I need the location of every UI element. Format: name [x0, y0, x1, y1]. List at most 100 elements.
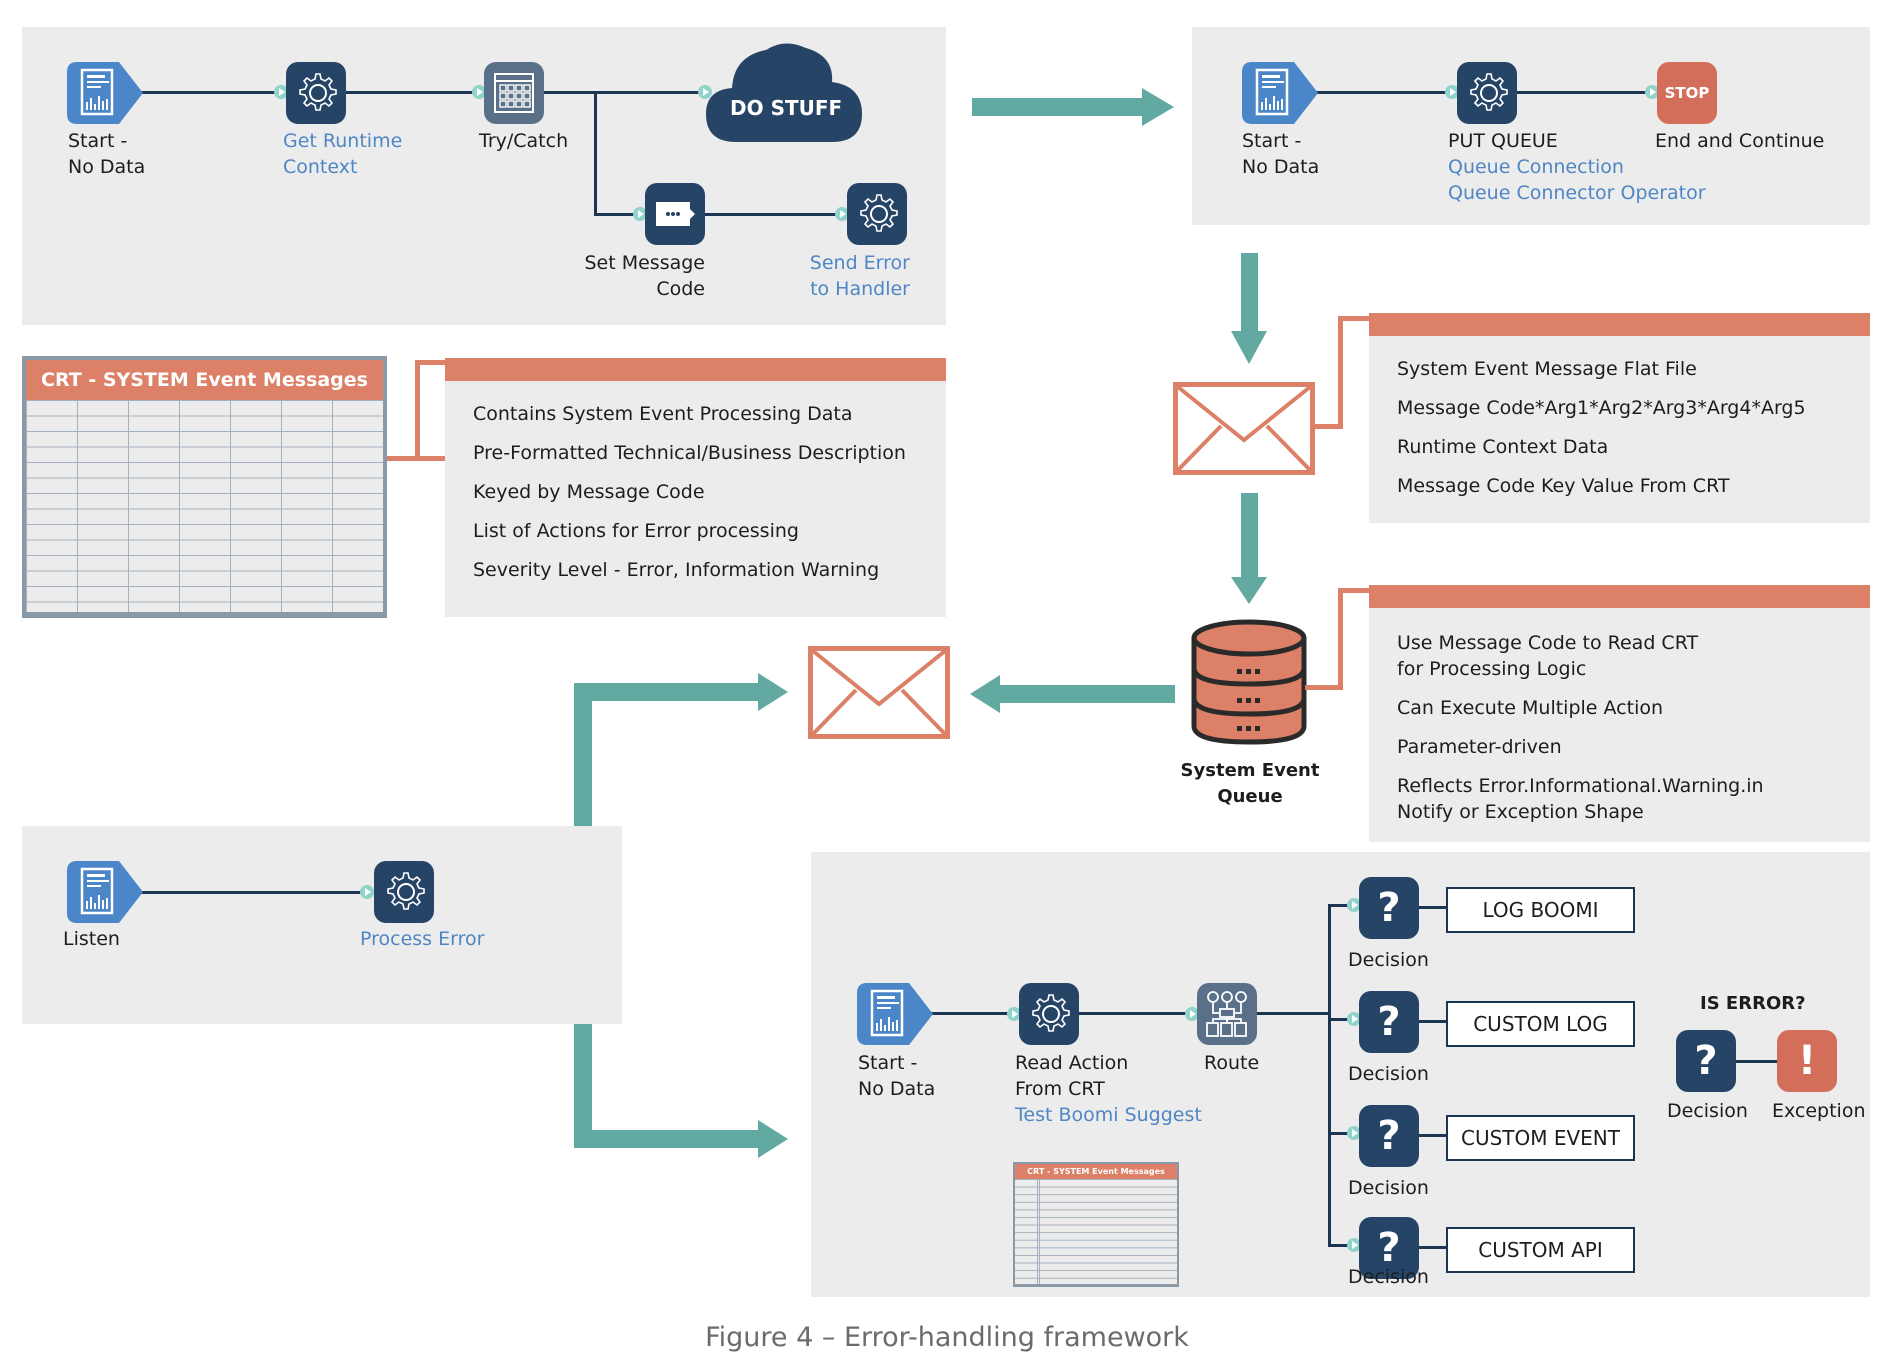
connector [1328, 1018, 1358, 1021]
start-label: Start -No Data [1242, 130, 1320, 178]
start-document-icon[interactable] [857, 983, 933, 1045]
connector [140, 91, 280, 94]
decision-node[interactable]: ? [1359, 877, 1419, 939]
connector [1517, 91, 1657, 94]
arrow-head [970, 675, 1000, 713]
decision-node[interactable]: ? [1359, 1105, 1419, 1167]
read-action-node[interactable] [1019, 983, 1079, 1045]
exclamation-icon: ! [1797, 1038, 1817, 1084]
message-envelope-icon [808, 646, 950, 739]
connector-port [1445, 85, 1459, 99]
connector-bracket [415, 360, 445, 365]
question-icon: ? [1694, 1038, 1718, 1084]
info-item: Parameter-driven [1397, 736, 1562, 758]
process-error-node[interactable] [374, 861, 434, 923]
connector [1328, 1132, 1358, 1135]
flow-arrow-left [1000, 685, 1175, 703]
crt-table: CRT - SYSTEM Event Messages [22, 356, 387, 618]
gear-icon [860, 194, 898, 232]
try-catch-grid-icon [494, 73, 534, 113]
connector-bracket [1338, 316, 1343, 429]
arrow-head [1142, 88, 1174, 126]
connector-port [1185, 1007, 1199, 1021]
flow-arrow-down-right [574, 1130, 759, 1148]
stop-node[interactable]: STOP [1657, 62, 1717, 124]
exception-node[interactable]: ! [1777, 1030, 1837, 1092]
info-header-bar [1369, 313, 1870, 336]
start-label: Start -No Data [858, 1052, 936, 1100]
question-icon: ? [1377, 999, 1401, 1045]
crt-table-title: CRT - SYSTEM Event Messages [26, 360, 383, 400]
try-catch-node[interactable] [484, 62, 544, 124]
info-header-bar [445, 358, 946, 381]
connector [1419, 906, 1447, 909]
action-box-custom-log[interactable]: CUSTOM LOG [1446, 1001, 1635, 1047]
put-queue-process-panel [1192, 27, 1870, 225]
info-item: System Event Message Flat File [1397, 358, 1697, 380]
message-envelope-icon [1173, 382, 1315, 475]
flow-arrow-up-right [574, 683, 759, 701]
gear-icon [1032, 994, 1070, 1032]
gear-icon [1470, 73, 1508, 111]
decision-node[interactable]: ? [1359, 991, 1419, 1053]
decision-label: Decision [1348, 949, 1429, 971]
connector-port [1347, 1126, 1361, 1140]
flow-arrow-down [1241, 493, 1258, 577]
info-header-bar [1369, 585, 1870, 608]
send-error-node[interactable] [847, 183, 907, 245]
arrow-head [758, 673, 788, 711]
set-message-code-node[interactable] [645, 183, 705, 245]
decision-node[interactable]: ? [1359, 1217, 1419, 1279]
try-catch-label: Try/Catch [479, 130, 569, 152]
flow-arrow-up-right [574, 683, 592, 828]
is-error-decision-node[interactable]: ? [1676, 1030, 1736, 1092]
listen-label: Listen [63, 928, 120, 950]
question-icon: ? [1377, 885, 1401, 931]
info-item: Message Code Key Value From CRT [1397, 475, 1730, 497]
connector [1079, 1012, 1201, 1015]
process-error-label: Process Error [360, 928, 485, 950]
info-item: Keyed by Message Code [473, 481, 705, 503]
connector [1419, 1246, 1447, 1249]
put-queue-node[interactable] [1457, 62, 1517, 124]
start-label: Start -No Data [68, 130, 146, 178]
connector [1315, 91, 1460, 94]
start-document-icon[interactable] [1242, 62, 1318, 124]
figure-caption: Figure 4 – Error-handling framework [705, 1322, 1189, 1353]
do-stuff-label: DO STUFF [730, 96, 843, 120]
connector-bracket [1338, 588, 1343, 690]
decision-label: Decision [1348, 1063, 1429, 1085]
connector [705, 213, 850, 216]
arrow-head [758, 1120, 788, 1158]
route-node[interactable] [1197, 983, 1257, 1045]
info-item: Contains System Event Processing Data [473, 403, 853, 425]
listen-start-icon[interactable] [67, 861, 143, 923]
decision-label: Decision [1348, 1266, 1429, 1288]
connector-port [360, 885, 374, 899]
do-stuff-cloud-node[interactable] [706, 38, 862, 142]
message-bubble-icon [656, 202, 695, 226]
read-action-label: Read Action From CRT Test Boomi Suggest [1015, 1052, 1202, 1126]
connector-port [1347, 1012, 1361, 1026]
start-document-icon[interactable] [67, 62, 143, 124]
is-error-title: IS ERROR? [1700, 993, 1806, 1014]
connector [1328, 904, 1358, 907]
gear-icon [299, 73, 337, 111]
connector [345, 91, 485, 94]
connector-port [472, 85, 486, 99]
action-box-log-boomi[interactable]: LOG BOOMI [1446, 887, 1635, 933]
action-box-custom-api[interactable]: CUSTOM API [1446, 1227, 1635, 1273]
crt-table-small: CRT - SYSTEM Event Messages [1013, 1162, 1179, 1287]
action-box-custom-event[interactable]: CUSTOM EVENT [1446, 1115, 1635, 1161]
connector-bracket [415, 360, 420, 461]
get-runtime-context-node[interactable] [286, 62, 346, 124]
crt-table-small-grid [1015, 1179, 1177, 1284]
info-item: Pre-Formatted Technical/Business Descrip… [473, 442, 906, 464]
connector [1257, 1012, 1331, 1015]
connector [594, 91, 597, 215]
connector [594, 213, 649, 216]
system-event-queue-database-icon[interactable] [1190, 618, 1308, 746]
